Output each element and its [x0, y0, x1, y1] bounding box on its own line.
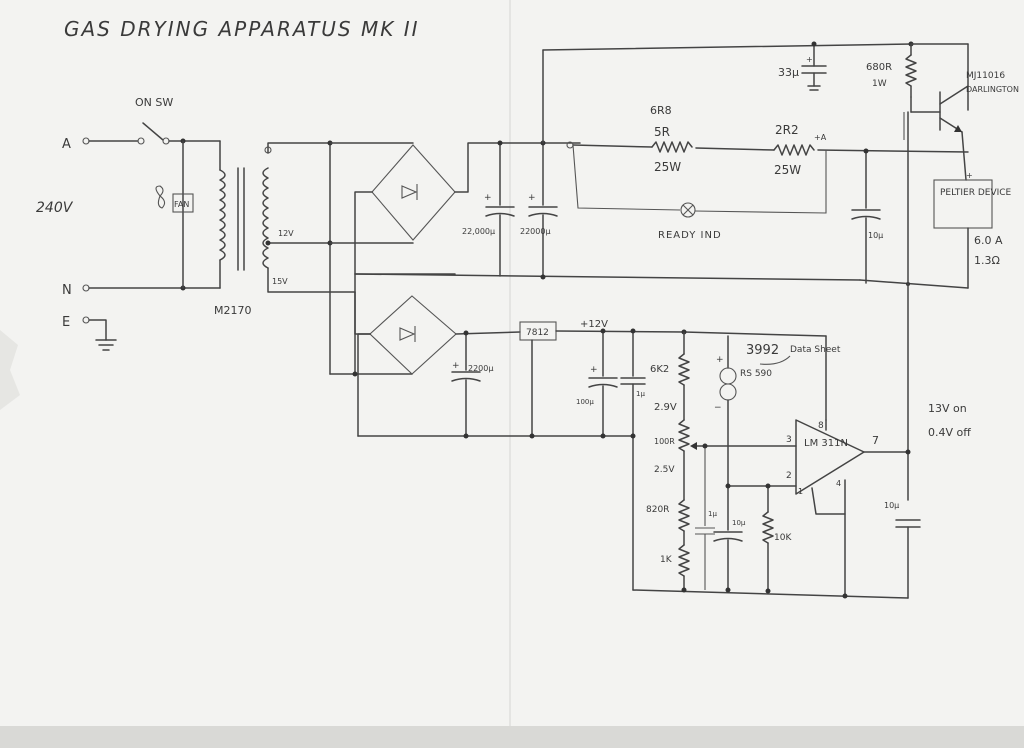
schematic-title: GAS DRYING APPARATUS MK II	[64, 17, 420, 41]
pin-8-label: 8	[818, 421, 824, 431]
sensor-ref-label: 3992	[746, 343, 779, 358]
pin-7-label: 7	[872, 434, 879, 447]
on-switch-lever	[142, 122, 164, 141]
darlington-note-label: DARLINGTON	[966, 85, 1019, 94]
sensor-note-label: Data Sheet	[790, 345, 841, 355]
sensor-name-label: RS 590	[740, 369, 772, 379]
svg-text:+: +	[528, 193, 536, 203]
out-off-label: 0.4V off	[928, 426, 971, 439]
fan-box	[172, 193, 194, 213]
svg-text:+: +	[484, 193, 492, 203]
fan-icon	[155, 185, 166, 209]
pot-100r	[678, 419, 690, 452]
resistor-10k	[762, 511, 774, 544]
bridge-2-diode-icon	[399, 326, 416, 342]
top-rail	[542, 43, 913, 51]
res-2r2-label: 2R2	[775, 123, 799, 137]
cap-22000-b-label: 22000µ	[520, 227, 551, 236]
cap-2200-label: 2200µ	[468, 364, 493, 373]
paper-tear	[0, 330, 20, 410]
peltier-label: PELTIER DEVICE	[940, 188, 1012, 198]
pin-2-label: 2	[786, 471, 792, 481]
mains-input: A ON SW 240V N E FAN	[36, 96, 221, 351]
cap-22000-a-label: 22,000µ	[462, 227, 495, 236]
out-on-label: 13V on	[928, 402, 967, 415]
res-680r-watt-label: 1W	[872, 79, 887, 89]
tap-12v-label: 12V	[278, 229, 294, 238]
peltier-current-label: 6.0 A	[974, 234, 1003, 247]
comparator-lm311	[795, 419, 865, 495]
on-switch-label: ON SW	[135, 96, 173, 109]
res-680r-label: 680R	[866, 62, 892, 73]
svg-text:+: +	[806, 55, 813, 64]
cap-10u-b-label: 10µ	[732, 519, 746, 527]
fan-label: FAN	[174, 200, 189, 209]
resistor-2r2	[773, 144, 815, 156]
transformer-label: M2170	[214, 304, 252, 317]
paper	[0, 0, 1024, 726]
svg-text:+: +	[966, 171, 973, 180]
terminal-n-label: N	[62, 283, 72, 298]
res-6r8-label: 6R8	[650, 104, 672, 117]
peltier-resistance-label: 1.3Ω	[974, 254, 1000, 267]
power-path: 6R8 5R 25W 2R2 25W +A READY IND 10µ	[566, 104, 969, 284]
res-6k2-label: 6K2	[650, 364, 669, 375]
rail-12v-label: +12V	[580, 319, 608, 330]
mains-voltage-label: 240V	[36, 200, 74, 216]
comparator-label-1: LM 311N	[804, 438, 848, 449]
pin-4-label: 4	[836, 479, 841, 488]
svg-text:+: +	[716, 355, 724, 365]
resistor-1k	[678, 544, 690, 577]
tap-15v-label: 15V	[272, 277, 288, 286]
cap-10u-out-label: 10µ	[884, 501, 899, 510]
res-820r-label: 820R	[646, 505, 669, 515]
resistor-5r	[651, 141, 693, 153]
pin-1-label: 1	[798, 487, 803, 496]
resistor-680r	[905, 54, 917, 87]
cap-10u-main-label: 10µ	[868, 231, 883, 240]
resistor-820r	[678, 499, 690, 532]
ground-rail-bottom	[632, 589, 909, 599]
darlington-part-label: MJ11016	[966, 71, 1005, 81]
cap-33u-label: 33µ	[778, 66, 799, 79]
bridge-rectifier-1	[371, 144, 456, 241]
terminal-e-label: E	[62, 315, 70, 330]
control-circuit: 6K2 2.9V 100R 2.5V 820R 1K 1µ + − RS 590…	[632, 329, 971, 599]
switch-contact-a	[137, 137, 145, 145]
res-5r-watt-label: 25W	[654, 160, 681, 174]
secondary-winding	[262, 167, 269, 269]
cap-100u-label: 100µ	[576, 398, 594, 406]
pin-3-label: 3	[786, 435, 792, 445]
ground-rail-upper	[354, 273, 861, 281]
cap-1u-b-label: 1µ	[708, 510, 717, 518]
res-10k-label: 10K	[774, 533, 792, 543]
rail-12v	[555, 330, 685, 333]
v-2-5-label: 2.5V	[654, 465, 675, 475]
primary-winding	[219, 169, 226, 261]
current-note: +A	[814, 133, 827, 142]
peltier-device	[933, 179, 993, 229]
terminal-a-label: A	[62, 137, 71, 152]
res-5r-label: 5R	[654, 125, 670, 139]
regulator-label: 7812	[526, 328, 549, 338]
svg-text:+: +	[452, 361, 460, 371]
bridge-1-diode-icon	[401, 184, 418, 200]
pot-100r-label: 100R	[654, 437, 675, 446]
svg-text:+: +	[590, 365, 598, 375]
bridge-rectifier-2	[369, 295, 457, 375]
lower-supply: + 2200µ 7812 +12V + 100µ 1µ	[329, 291, 685, 591]
ready-ind-label: READY IND	[658, 230, 722, 241]
res-2r2-watt-label: 25W	[774, 163, 801, 177]
v-2-9-label: 2.9V	[654, 402, 677, 413]
svg-text:−: −	[714, 403, 722, 413]
transformer-m2170: 12V 15V M2170	[214, 140, 356, 317]
cap-1u-a-label: 1µ	[636, 390, 645, 398]
res-1k-label: 1K	[660, 555, 673, 565]
ready-lamp	[680, 202, 696, 218]
output-stage: + 33µ 680R 1W MJ11016 DARLINGTON + PELTI…	[778, 41, 1019, 501]
resistor-6k2	[678, 353, 690, 386]
